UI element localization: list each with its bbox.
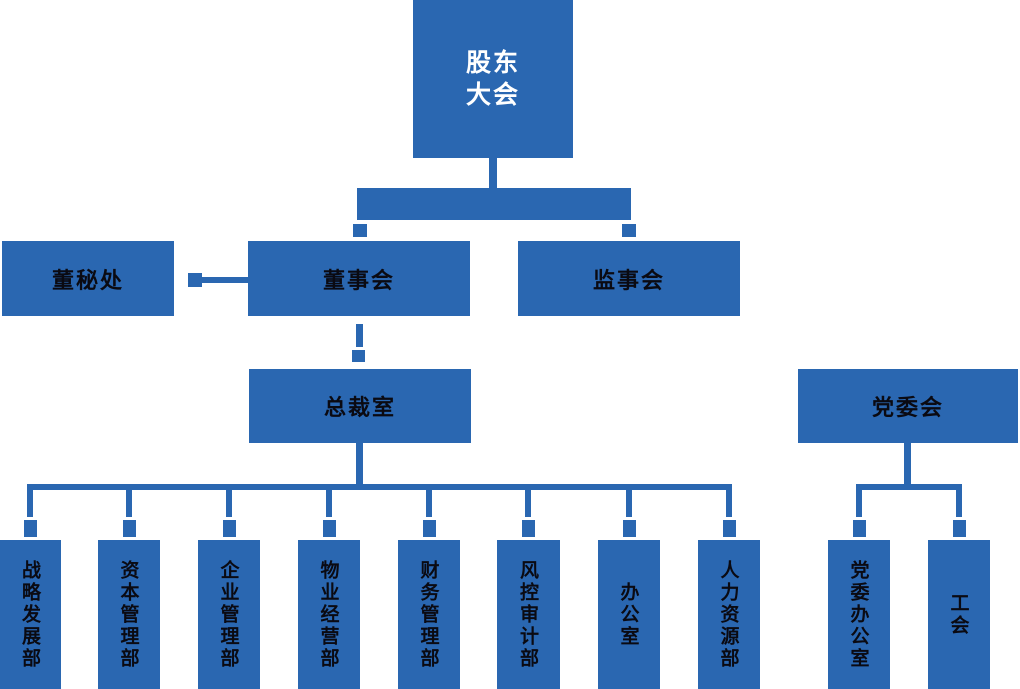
party-committee-label: 党委会: [871, 396, 944, 421]
connector-board-stem: [356, 324, 363, 347]
connector-node-strategy: [24, 520, 37, 537]
connector-party-bar: [856, 484, 962, 490]
shareholders-meeting-label: 股东 大会: [465, 47, 520, 110]
human-resources-label: 人力资源部: [717, 559, 740, 670]
connector-node-risk: [522, 520, 535, 537]
org-box-strategy-development-dept: 战略发展部: [0, 540, 61, 689]
connector-node-union: [953, 520, 966, 537]
labor-union-label: 工会: [947, 592, 970, 637]
connector-drop-party-office: [856, 484, 862, 517]
connector-drop-enterprise: [226, 484, 232, 517]
org-box-property-operations-dept: 物业经营部: [298, 540, 360, 689]
connector-drop-finance: [426, 484, 432, 517]
org-box-labor-union: 工会: [928, 540, 990, 689]
party-committee-office-label: 党委办公室: [847, 559, 870, 670]
connector-drop-union: [956, 484, 962, 517]
connector-node-board: [353, 224, 367, 237]
enterprise-management-label: 企业管理部: [217, 559, 240, 670]
connector-node-capital: [123, 520, 136, 537]
property-operations-label: 物业经营部: [317, 559, 340, 670]
board-of-directors-label: 董事会: [322, 268, 395, 294]
connector-node-finance: [423, 520, 436, 537]
president-office-label: 总裁室: [323, 396, 396, 421]
connector-party-stem: [904, 443, 911, 484]
secretary-office-label: 董秘处: [51, 268, 124, 294]
org-box-shareholders-meeting: 股东 大会: [413, 0, 573, 158]
org-box-human-resources-dept: 人力资源部: [698, 540, 760, 689]
connector-drop-risk: [525, 484, 531, 517]
risk-audit-label: 风控审计部: [517, 559, 539, 670]
org-box-general-office: 办公室: [598, 540, 660, 689]
connector-drop-strategy: [27, 484, 33, 517]
connector-node-party-office: [853, 520, 866, 537]
org-box-board-of-directors: 董事会: [248, 241, 470, 316]
financial-management-label: 财务管理部: [417, 559, 440, 670]
org-box-party-committee: 党委会: [798, 369, 1018, 443]
org-box-risk-audit-dept: 风控审计部: [497, 540, 560, 689]
strategy-development-label: 战略发展部: [19, 559, 41, 670]
org-box-secretary-office: 董秘处: [2, 241, 174, 316]
connector-main-bar: [357, 188, 631, 220]
connector-node-president: [352, 350, 365, 362]
connector-drop-office: [626, 484, 632, 517]
org-box-supervisory-board: 监事会: [518, 241, 740, 316]
connector-node-hr: [723, 520, 736, 537]
connector-departments-bar: [27, 484, 732, 490]
org-box-party-committee-office: 党委办公室: [828, 540, 890, 689]
org-box-president-office: 总裁室: [249, 369, 471, 443]
capital-management-label: 资本管理部: [117, 559, 140, 670]
connector-drop-property: [326, 484, 332, 517]
connector-drop-capital: [126, 484, 132, 517]
connector-node-secretary: [188, 273, 202, 287]
connector-node-supervisory: [622, 224, 636, 237]
org-box-capital-management-dept: 资本管理部: [98, 540, 160, 689]
connector-root-stem: [489, 158, 497, 188]
supervisory-board-label: 监事会: [592, 268, 665, 294]
org-box-financial-management-dept: 财务管理部: [398, 540, 460, 689]
connector-secretary-link: [201, 277, 248, 283]
connector-node-property: [323, 520, 336, 537]
general-office-label: 办公室: [617, 581, 640, 648]
connector-node-office: [623, 520, 636, 537]
connector-node-enterprise: [223, 520, 236, 537]
org-box-enterprise-management-dept: 企业管理部: [198, 540, 260, 689]
connector-drop-hr: [726, 484, 732, 517]
connector-president-stem: [356, 443, 363, 484]
